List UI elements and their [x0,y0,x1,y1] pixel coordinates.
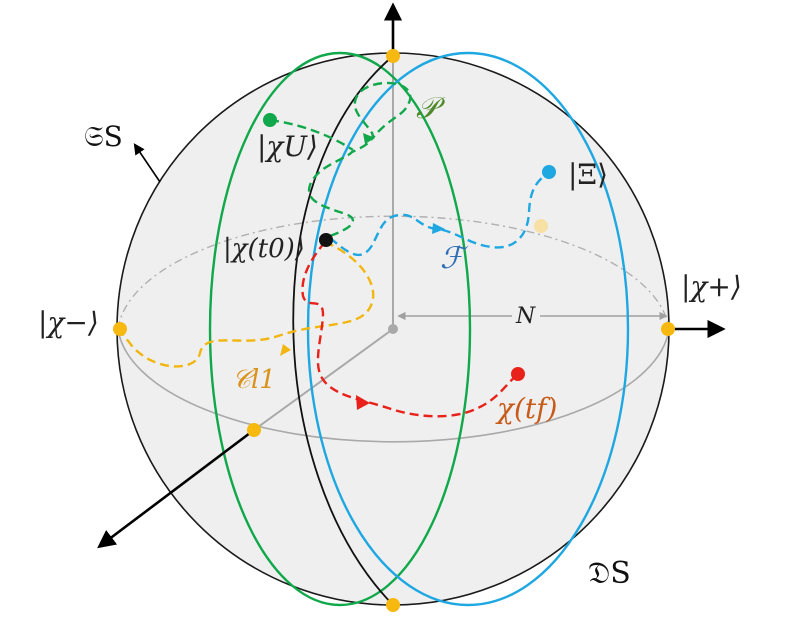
front-equator-point [247,423,261,437]
trajectory-P-start [269,118,354,152]
center-point [388,324,398,334]
trajectory-F [329,171,550,257]
trajectory-chi-arrowhead [356,395,370,410]
chi-minus-point [113,322,127,336]
trajectory-C [118,240,375,368]
chi-plus-point [661,322,675,336]
chi-tf-point [511,367,525,381]
chi-U-point [263,113,277,127]
chi-plus-label: |χ+⟩ [681,270,742,303]
chi-tf-label: χ(tf) [495,392,557,425]
Xi-point [542,165,556,179]
Xi-label: |Ξ⟩ [568,158,608,191]
space-D-label: 𝔇S [588,556,631,591]
trajectory-chi [301,241,519,418]
south-pole-point [386,598,400,612]
trajectory-P [307,81,412,238]
north-pole-point [386,49,400,63]
equator-back [117,215,670,330]
equator-front [117,328,670,443]
C-l1-label: 𝒞l1 [232,365,276,395]
trajectory-P-arrowhead [363,133,375,144]
black-meridian [292,55,394,606]
chi-U-label: |χU⟩ [257,130,318,163]
space-S-label: 𝔖S [84,120,123,153]
y-axis-arrow [97,428,255,549]
space-S-pointer [133,143,161,183]
N-label: N [515,304,536,329]
green-great-circle [208,51,472,607]
trajectory-C-arrowhead [280,344,291,356]
back-equator-point [534,219,548,233]
trajectory-F-arrowhead [432,223,445,234]
chi-t0-point [319,233,333,247]
N-label-bg [512,305,540,327]
chi-t0-label: |χ(t0)⟩ [223,234,305,264]
chi-minus-label: |χ−⟩ [38,306,99,339]
